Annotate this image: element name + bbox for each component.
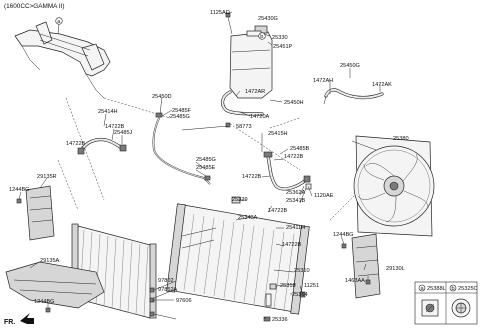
legend-b-code: 25325C [458, 286, 478, 292]
label-1244bg-b: 1244BG [333, 232, 354, 238]
coolant-reservoir: b [220, 12, 273, 116]
label-25310: 25310 [294, 268, 310, 274]
legend-b-cap-icon [451, 298, 471, 318]
label-1472ah: 1472AH [313, 78, 333, 84]
legend-a-clip-icon [421, 299, 439, 317]
label-25364: 25364 [292, 292, 308, 298]
overflow-hose [323, 88, 384, 105]
label-14722b-f: 14722B [282, 242, 302, 248]
label-1125ad: 1125AD [210, 10, 230, 16]
legend-b-key: b [452, 286, 455, 292]
label-97802: 97802 [158, 278, 174, 284]
label-25430g: 25430G [258, 16, 278, 22]
cooling-fan-assembly [353, 135, 435, 237]
label-25318: 25318 [280, 283, 296, 289]
label-25451p: 25451P [273, 44, 293, 50]
front-label: FR. [4, 319, 15, 326]
front-orientation-indicator: FR. [4, 313, 34, 326]
legend-a-code: 25388L [427, 286, 446, 292]
legend-box: a 25388L b 25325C [414, 281, 478, 325]
label-1120ae: 1120AE [314, 193, 334, 199]
label-25411h: 25411H [286, 225, 305, 231]
label-25450h: 25450H [284, 100, 304, 106]
label-14722b-e: 14722B [268, 208, 288, 214]
label-14720a: 14720A [250, 114, 270, 120]
label-25450g: 25450G [340, 63, 360, 69]
label-1472ar: 1472AR [245, 89, 265, 95]
label-25362a: 25362A [286, 190, 306, 196]
label-58773: 58773 [236, 124, 252, 130]
label-29135a: 29135A [40, 258, 60, 264]
label-14722b-a: 14722B [105, 124, 125, 130]
reservoir-pipe [152, 112, 231, 185]
label-25485f: 25485F [172, 108, 192, 114]
label-1472ak: 1472AK [372, 82, 392, 88]
air-guard-left-29135r [16, 185, 55, 241]
label-25485g-a: 25485G [170, 114, 190, 120]
label-25336: 25336 [272, 317, 288, 323]
label-14722b-c: 14722B [284, 154, 304, 160]
label-25341b: 25341B [286, 198, 306, 204]
lower-air-guard-29135a [5, 261, 105, 313]
label-25415h: 25415H [268, 131, 288, 137]
label-1463aa: 1463AA [345, 278, 365, 284]
label-25485e: 25485E [196, 165, 216, 171]
upper-hose-25414h [77, 137, 127, 155]
label-29135r: 29135R [37, 174, 57, 180]
label-25380: 25380 [393, 136, 409, 142]
front-end-carrier: a [14, 17, 111, 99]
callout-a-text: a [57, 19, 61, 25]
label-25485b: 25485B [290, 146, 310, 152]
air-guard-right-29130l [341, 233, 381, 299]
part-labels: 1125AD 25430G 25330 25451P 1472AR 25450H… [9, 10, 409, 323]
legend-a-key: a [421, 286, 425, 292]
leader-lines [18, 11, 381, 320]
label-97606: 97606 [176, 298, 192, 304]
label-25450d: 25450D [152, 94, 172, 100]
label-25485j: 25485J [114, 130, 133, 136]
front-arrow-icon [20, 313, 34, 324]
label-14722b-d: 14722B [242, 174, 262, 180]
label-1244bg-c: 1244BG [34, 299, 55, 305]
callout-b-text: b [260, 34, 263, 40]
label-1244bg-a: 1244BG [9, 187, 30, 193]
diagram-title: (1600CC>GAMMA II) [4, 3, 65, 10]
label-25343a: 25343A [238, 215, 258, 221]
label-11251: 11251 [304, 283, 319, 289]
label-25329: 25329 [232, 197, 248, 203]
label-25330: 25330 [272, 35, 288, 41]
label-14722b-b: 14722B [66, 141, 86, 147]
label-25414h: 25414H [98, 109, 118, 115]
label-29130l: 29130L [386, 266, 405, 272]
callout-b-marker [258, 32, 266, 40]
label-97852a: 97852A [158, 287, 178, 293]
label-25485g-b: 25485G [196, 157, 216, 163]
drain-plug-25336 [263, 316, 271, 322]
